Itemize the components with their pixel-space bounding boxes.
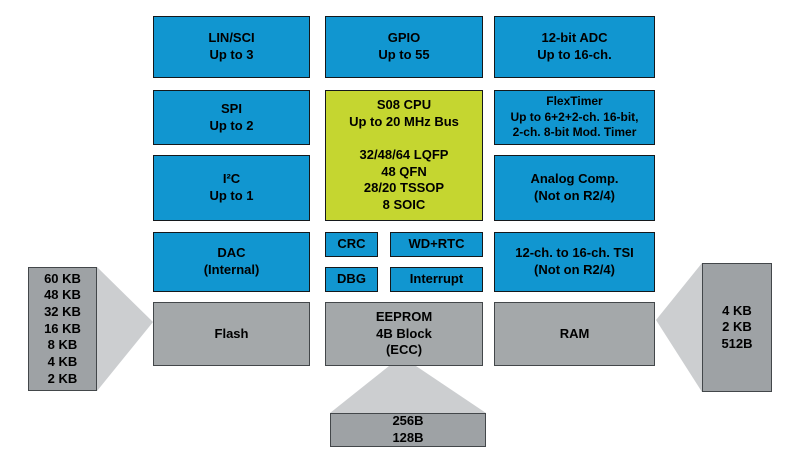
ram-sizes-callout: 4 KB 2 KB 512B	[702, 263, 772, 392]
block-crc: CRC	[325, 232, 378, 257]
block-interrupt: Interrupt	[390, 267, 483, 292]
block-lin-sci: LIN/SCI Up to 3	[153, 16, 310, 78]
block-adc: 12-bit ADC Up to 16-ch.	[494, 16, 655, 78]
block-tsi: 12-ch. to 16-ch. TSI (Not on R2/4)	[494, 232, 655, 292]
eeprom-sizes-callout: 256B 128B	[330, 413, 486, 447]
block-flash: Flash	[153, 302, 310, 366]
block-eeprom: EEPROM 4B Block (ECC)	[325, 302, 483, 366]
flash-sizes-callout: 60 KB 48 KB 32 KB 16 KB 8 KB 4 KB 2 KB	[28, 267, 97, 391]
block-i2c: I²C Up to 1	[153, 155, 310, 221]
ram-sizes-funnel	[656, 263, 702, 392]
block-spi: SPI Up to 2	[153, 90, 310, 145]
block-wd-rtc: WD+RTC	[390, 232, 483, 257]
block-dbg: DBG	[325, 267, 378, 292]
flash-sizes-funnel	[97, 267, 153, 391]
block-ram: RAM	[494, 302, 655, 366]
block-cpu: S08 CPU Up to 20 MHz Bus 32/48/64 LQFP 4…	[325, 90, 483, 221]
eeprom-sizes-funnel	[330, 366, 486, 413]
block-gpio: GPIO Up to 55	[325, 16, 483, 78]
block-dac: DAC (Internal)	[153, 232, 310, 292]
block-flextimer: FlexTimer Up to 6+2+2-ch. 16-bit, 2-ch. …	[494, 90, 655, 145]
block-analog-comp: Analog Comp. (Not on R2/4)	[494, 155, 655, 221]
